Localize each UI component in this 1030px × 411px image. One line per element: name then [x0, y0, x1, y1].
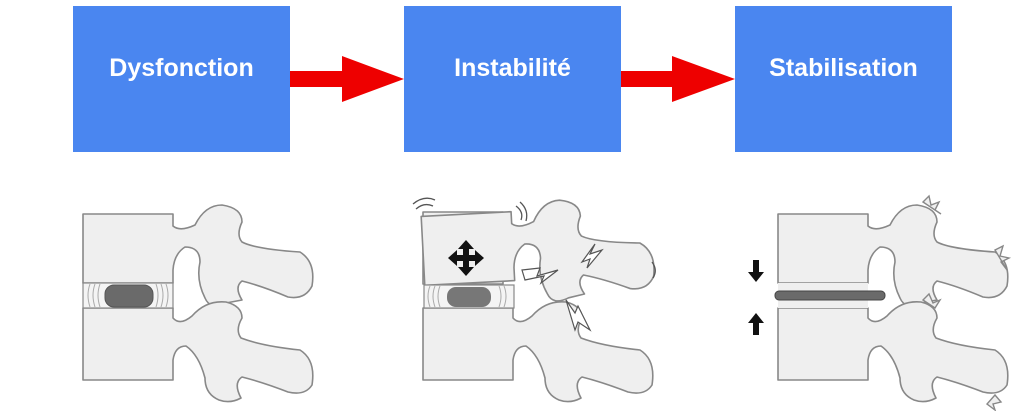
- arrow-dysfonction-to-instabilite: [290, 56, 404, 102]
- vertebrae-instabilite: [412, 194, 657, 403]
- arrow-instabilite-to-stabilisation: [620, 56, 735, 102]
- arrow-down-icon: [748, 260, 764, 282]
- stage-label: Instabilité: [454, 54, 571, 82]
- lightning-icon: [521, 243, 604, 332]
- stage-label: Dysfonction: [109, 54, 254, 82]
- collapsed-disc: [774, 290, 886, 301]
- nucleus: [104, 284, 154, 308]
- move-arrows-icon: [448, 240, 484, 276]
- stage-box-instabilite: Instabilité: [404, 6, 621, 152]
- arrow-up-icon: [748, 313, 764, 335]
- vertebrae-stabilisation: [748, 194, 1012, 411]
- stage-box-dysfonction: Dysfonction: [73, 6, 290, 152]
- stage-label: Stabilisation: [769, 54, 918, 82]
- nucleus: [447, 287, 491, 307]
- vertebrae-dysfonction: [82, 204, 314, 403]
- stage-box-stabilisation: Stabilisation: [735, 6, 952, 152]
